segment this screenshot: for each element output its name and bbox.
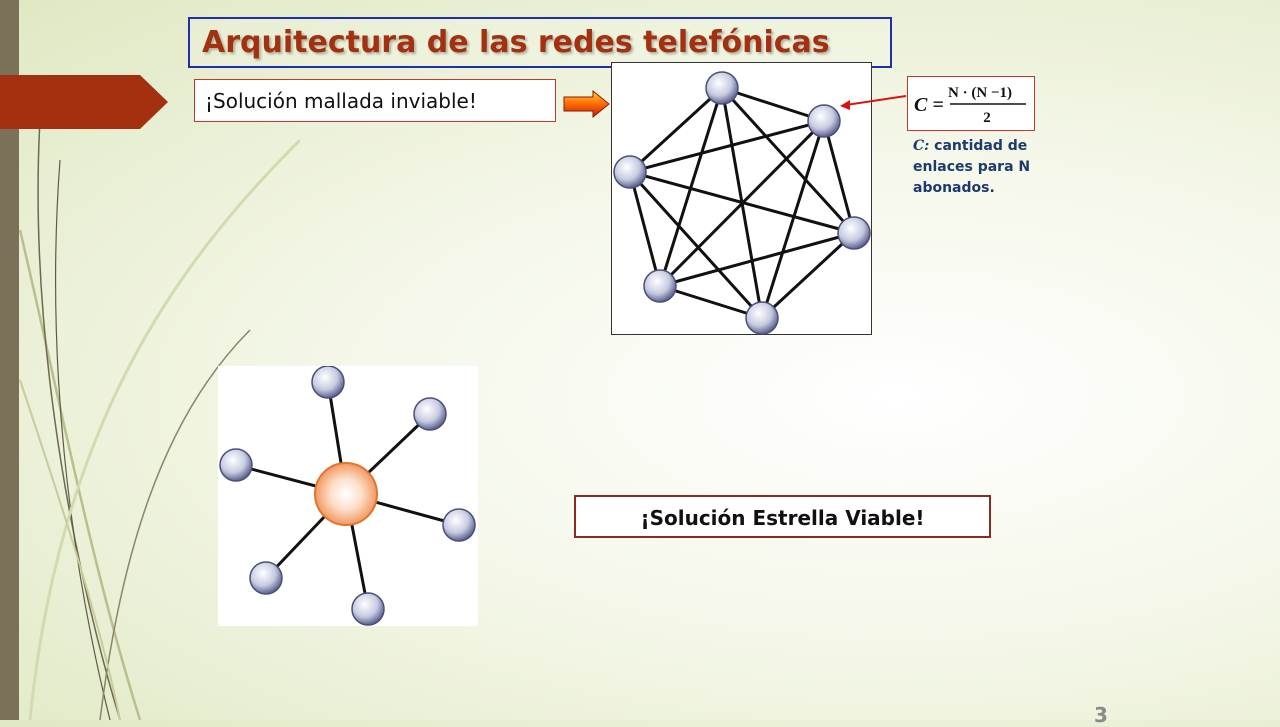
mesh-network-graph	[613, 71, 871, 335]
decorative-curves	[18, 119, 300, 720]
star-hub	[314, 462, 378, 526]
mesh-node	[837, 216, 871, 250]
mesh-node	[745, 301, 779, 335]
mesh-node	[613, 155, 647, 189]
formula-lhs: C =	[914, 94, 944, 116]
mesh-links	[628, 86, 856, 320]
formula-denominator: 2	[983, 110, 991, 126]
right-arrow-icon	[563, 90, 610, 118]
definition-text: cantidad de enlaces para N abonados.	[913, 138, 1031, 196]
left-accent-bar	[0, 0, 19, 720]
mesh-node	[643, 269, 677, 303]
star-network-diagram	[218, 365, 478, 626]
slide-title: Arquitectura de las redes telefónicas	[202, 25, 830, 60]
mesh-callout-text: ¡Solución mallada inviable!	[205, 89, 477, 113]
mesh-callout: ¡Solución mallada inviable!	[194, 79, 556, 122]
star-callout-text: ¡Solución Estrella Viable!	[640, 506, 925, 530]
star-leaf-node	[311, 365, 345, 399]
mesh-node	[705, 71, 739, 105]
title-frame: Arquitectura de las redes telefónicas	[188, 17, 892, 68]
page-number: 3	[1094, 703, 1108, 727]
star-leaf-node	[442, 508, 476, 542]
mesh-network-diagram	[611, 62, 872, 335]
pointer-arrow-icon	[840, 95, 907, 110]
star-leaf-node	[351, 592, 385, 626]
star-network-graph	[219, 365, 476, 626]
formula-definition: C: cantidad de enlaces para N abonados.	[913, 136, 1063, 199]
definition-term: C:	[913, 138, 930, 154]
formula-box: C = N · (N −1) 2	[907, 76, 1035, 131]
formula-numerator: N · (N −1)	[948, 85, 1012, 101]
star-leaf-node	[219, 448, 253, 482]
star-callout: ¡Solución Estrella Viable!	[574, 495, 991, 538]
star-leaf-node	[249, 561, 283, 595]
links-formula: C = N · (N −1) 2	[914, 85, 1026, 126]
mesh-node	[807, 104, 841, 138]
section-tab-shape	[0, 75, 168, 129]
star-leaf-node	[413, 397, 447, 431]
